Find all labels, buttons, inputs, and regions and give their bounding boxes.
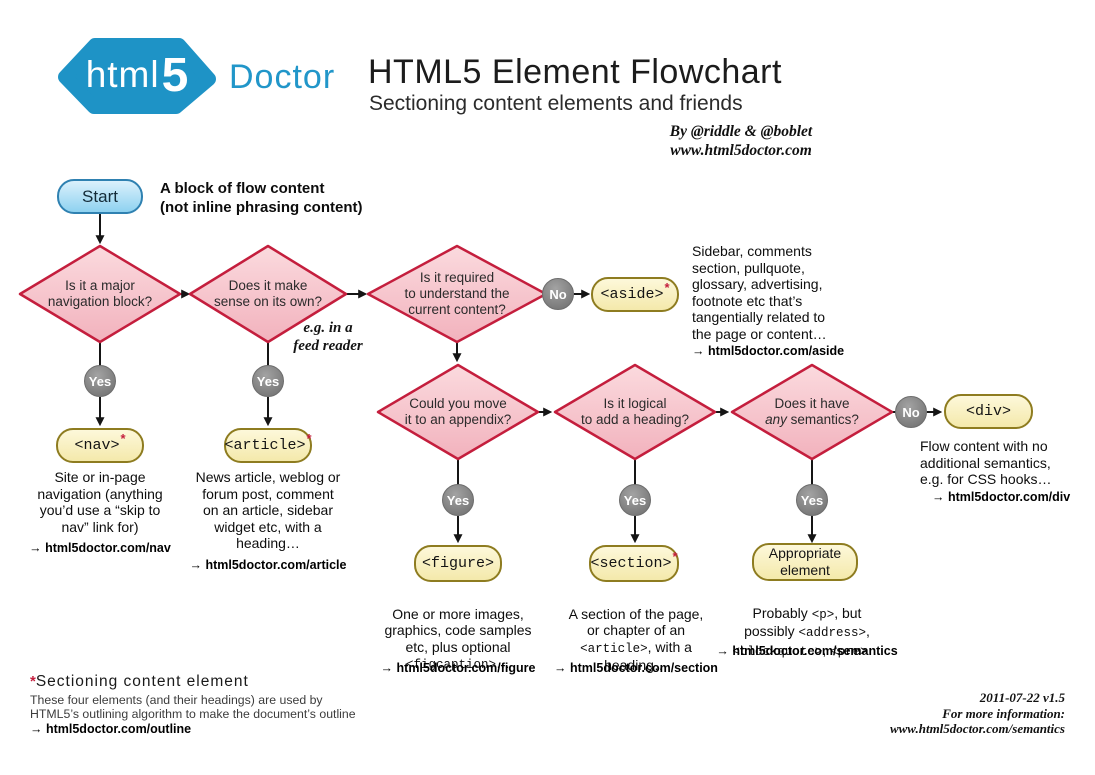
sectioning-asterisk: * <box>120 431 126 446</box>
nav-description: Site or in-page navigation (anything you… <box>37 469 163 535</box>
nav-element-label: <nav> <box>74 437 120 454</box>
decision-label: Does it have any semantics? <box>765 396 859 427</box>
flow-content-note: A block of flow content (not inline phra… <box>160 180 363 216</box>
semantics-link[interactable]: → html5doctor.com/semantics <box>716 644 898 658</box>
byline: By @riddle & @boblet www.html5doctor.com <box>641 122 841 160</box>
result-div-box: <div> <box>944 394 1033 429</box>
connector-yes-figure: Yes <box>442 484 474 516</box>
appropriate-description: Probably <p>, but possibly <address>, <b… <box>732 604 882 659</box>
feed-reader-hint: e.g. in a feed reader <box>293 320 363 354</box>
aside-description: Sidebar, comments section, pullquote, gl… <box>692 243 827 342</box>
appropriate-element-label: Appropriate element <box>768 545 842 578</box>
result-appropriate-box: Appropriate element <box>752 543 858 581</box>
decision-label: Is it required to understand the current… <box>404 270 510 317</box>
section-element-label: <section> <box>590 555 672 572</box>
aside-element-label: <aside> <box>600 286 664 303</box>
decision-move-to-appendix: Could you move it to an appendix? <box>375 362 541 462</box>
figure-element-label: <figure> <box>421 555 494 572</box>
outline-link[interactable]: → html5doctor.com/outline <box>30 722 192 736</box>
version-date: 2011-07-22 v1.5 <box>979 690 1065 705</box>
html5-doctor-logo <box>58 38 216 114</box>
byline-authors: By @riddle & @boblet <box>669 123 813 140</box>
decision-major-navigation: Is it a major navigation block? <box>17 243 183 345</box>
page-title: HTML5 Element Flowchart <box>368 53 782 91</box>
sectioning-asterisk: * <box>306 431 312 446</box>
start-label: Start <box>82 186 118 206</box>
article-description: News article, weblog or forum post, comm… <box>195 469 341 551</box>
div-description: Flow content with no additional semantic… <box>920 438 1052 487</box>
brand-name: Doctor <box>229 58 336 96</box>
nav-link[interactable]: → html5doctor.com/nav <box>29 541 171 555</box>
section-link[interactable]: → html5doctor.com/section <box>554 661 718 675</box>
section-description: A section of the page, or chapter of an … <box>568 605 704 674</box>
article-link[interactable]: → html5doctor.com/article <box>189 558 347 572</box>
connector-no-div: No <box>895 396 927 428</box>
sectioning-asterisk: * <box>672 549 678 564</box>
more-info-url[interactable]: www.html5doctor.com/semantics <box>889 721 1065 736</box>
div-element-label: <div> <box>965 403 1011 420</box>
decision-required-to-understand: Is it required to understand the current… <box>365 243 549 345</box>
connector-no-aside: No <box>542 278 574 310</box>
connector-yes-nav: Yes <box>84 365 116 397</box>
footnote-heading: *Sectioning content element <box>30 673 249 690</box>
version-info: 2011-07-22 v1.5 For more information: ww… <box>815 690 1065 737</box>
result-section-box: <section>* <box>589 545 679 582</box>
decision-label: Does it make sense on its own? <box>213 278 323 309</box>
article-element-label: <article> <box>224 437 306 454</box>
result-nav-box: <nav>* <box>56 428 144 463</box>
page-subtitle: Sectioning content elements and friends <box>369 92 743 115</box>
asterisk-icon: * <box>30 673 36 690</box>
figure-description: One or more images, graphics, code sampl… <box>384 605 532 673</box>
result-article-box: <article>* <box>224 428 312 463</box>
more-info-label: For more information: <box>942 705 1065 721</box>
decision-label: Is it logical to add a heading? <box>580 396 690 427</box>
sectioning-asterisk: * <box>664 280 670 295</box>
result-figure-box: <figure> <box>414 545 502 582</box>
decision-sense-on-own: Does it make sense on its own? <box>187 243 349 345</box>
start-node: Start <box>57 179 143 214</box>
connector-yes-section: Yes <box>619 484 651 516</box>
connector-yes-appropriate: Yes <box>796 484 828 516</box>
decision-logical-heading: Is it logical to add a heading? <box>552 362 718 462</box>
connector-yes-article: Yes <box>252 365 284 397</box>
footnote-body: These four elements (and their headings)… <box>30 693 356 721</box>
figure-link[interactable]: → html5doctor.com/figure <box>380 661 536 675</box>
decision-any-semantics: Does it have any semantics? <box>729 362 895 462</box>
result-aside-box: <aside>* <box>591 277 679 312</box>
decision-label: Could you move it to an appendix? <box>404 396 512 427</box>
div-link[interactable]: → html5doctor.com/div <box>932 490 1071 504</box>
byline-site[interactable]: www.html5doctor.com <box>670 142 812 159</box>
decision-label: Is it a major navigation block? <box>47 278 153 309</box>
aside-link[interactable]: → html5doctor.com/aside <box>692 344 845 358</box>
